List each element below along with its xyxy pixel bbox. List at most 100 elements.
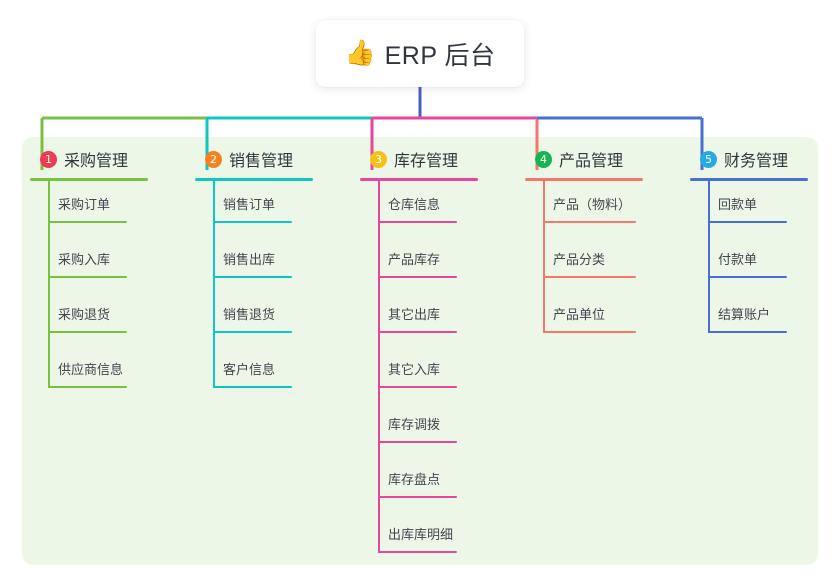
- branch-item-label: 结算账户: [718, 307, 771, 322]
- branch-item-underline: [49, 221, 127, 223]
- branch-item-label: 产品分类: [553, 252, 606, 267]
- branch-items-1: 采购订单采购入库采购退货供应商信息: [30, 181, 178, 401]
- branch-header-2[interactable]: 2 销售管理: [195, 146, 343, 172]
- branch-item-underline: [709, 331, 787, 333]
- branch-item[interactable]: 销售出库: [195, 236, 343, 291]
- branch-item[interactable]: 其它出库: [360, 291, 508, 346]
- branch-item-underline: [379, 221, 457, 223]
- branch-title-2: 销售管理: [229, 153, 294, 170]
- branch-item[interactable]: 产品（物料）: [525, 181, 673, 236]
- branch-spine-1: [48, 181, 50, 388]
- branch-item-underline: [49, 331, 127, 333]
- branch-badge-1: 1: [40, 150, 57, 168]
- branch-spine-3: [378, 181, 380, 553]
- branch-item[interactable]: 其它入库: [360, 346, 508, 401]
- branch-item[interactable]: 采购入库: [30, 236, 178, 291]
- branch-item[interactable]: 付款单: [690, 236, 818, 291]
- branch-item-label: 销售订单: [223, 197, 276, 212]
- branch-header-3[interactable]: 3 库存管理: [360, 146, 508, 172]
- branch-item-underline: [544, 221, 636, 223]
- branch-item[interactable]: 采购订单: [30, 181, 178, 236]
- branch-item-underline: [379, 331, 457, 333]
- root-node-content: 👍 ERP 后台: [344, 36, 495, 72]
- branch-header-5[interactable]: 5 财务管理: [690, 146, 818, 172]
- branch-underline-5: [690, 178, 808, 181]
- branch-spine-4: [543, 181, 545, 333]
- branch-item[interactable]: 结算账户: [690, 291, 818, 346]
- branch-badge-3: 3: [370, 150, 387, 168]
- branch-item-label: 其它入库: [388, 362, 441, 377]
- branch-item-underline: [214, 331, 292, 333]
- branch-title-3: 库存管理: [394, 153, 459, 170]
- branch-item[interactable]: 出库库明细: [360, 511, 508, 566]
- branch-item-label: 付款单: [718, 252, 758, 267]
- branch-underline-4: [525, 178, 643, 181]
- branch-item[interactable]: 产品分类: [525, 236, 673, 291]
- branch-item-label: 供应商信息: [58, 362, 124, 377]
- branch-column-2: 2 销售管理销售订单销售出库销售退货客户信息: [195, 146, 343, 401]
- branch-item[interactable]: 供应商信息: [30, 346, 178, 401]
- branch-item-label: 客户信息: [223, 362, 276, 377]
- thumbs-up-icon: 👍: [344, 39, 376, 67]
- branch-item[interactable]: 库存盘点: [360, 456, 508, 511]
- branch-item-label: 产品单位: [553, 307, 606, 322]
- branch-item-underline: [709, 221, 787, 223]
- branch-column-3: 3 库存管理仓库信息产品库存其它出库其它入库库存调拨库存盘点出库库明细: [360, 146, 508, 566]
- branch-item-underline: [379, 496, 457, 498]
- branch-item-label: 回款单: [718, 197, 758, 212]
- branch-underline-1: [30, 178, 148, 181]
- branch-title-1: 采购管理: [64, 153, 129, 170]
- branch-item[interactable]: 仓库信息: [360, 181, 508, 236]
- branch-spine-2: [213, 181, 215, 388]
- branch-item[interactable]: 库存调拨: [360, 401, 508, 456]
- branch-item[interactable]: 客户信息: [195, 346, 343, 401]
- branch-item-underline: [214, 221, 292, 223]
- branch-badge-4: 4: [535, 150, 552, 168]
- branch-item-underline: [49, 276, 127, 278]
- branches-panel: [22, 137, 818, 565]
- branch-item-label: 出库库明细: [388, 527, 454, 542]
- branch-item-underline: [544, 276, 636, 278]
- branch-item[interactable]: 回款单: [690, 181, 818, 236]
- branch-underline-2: [195, 178, 313, 181]
- branch-item-underline: [379, 441, 457, 443]
- branch-item[interactable]: 产品库存: [360, 236, 508, 291]
- branch-badge-2: 2: [205, 150, 222, 168]
- branch-item-underline: [379, 276, 457, 278]
- root-node-card[interactable]: 👍 ERP 后台: [316, 20, 524, 87]
- root-node-title: ERP 后台: [384, 41, 496, 70]
- branch-item-label: 产品库存: [388, 252, 441, 267]
- branch-item[interactable]: 销售退货: [195, 291, 343, 346]
- branch-badge-5: 5: [700, 150, 717, 168]
- branch-items-5: 回款单付款单结算账户: [690, 181, 818, 346]
- branch-column-1: 1 采购管理采购订单采购入库采购退货供应商信息: [30, 146, 178, 401]
- branch-item-underline: [214, 276, 292, 278]
- branch-item-label: 采购入库: [58, 252, 111, 267]
- branch-item[interactable]: 产品单位: [525, 291, 673, 346]
- branch-item-label: 库存盘点: [388, 472, 441, 487]
- branch-items-4: 产品（物料） 产品分类产品单位: [525, 181, 673, 346]
- branch-item-label: 采购退货: [58, 307, 111, 322]
- branch-item-underline: [544, 331, 636, 333]
- branch-spine-5: [708, 181, 710, 333]
- branch-title-5: 财务管理: [724, 153, 789, 170]
- branch-item[interactable]: 采购退货: [30, 291, 178, 346]
- branch-header-1[interactable]: 1 采购管理: [30, 146, 178, 172]
- branch-item-underline: [379, 551, 457, 553]
- branch-item-underline: [49, 386, 127, 388]
- branch-items-3: 仓库信息产品库存其它出库其它入库库存调拨库存盘点出库库明细: [360, 181, 508, 566]
- branch-item-label: 销售出库: [223, 252, 276, 267]
- branch-item-label: 库存调拨: [388, 417, 441, 432]
- branch-underline-3: [360, 178, 478, 181]
- branch-item[interactable]: 销售订单: [195, 181, 343, 236]
- branch-item-label: 其它出库: [388, 307, 441, 322]
- branch-column-5: 5 财务管理回款单付款单结算账户: [690, 146, 818, 346]
- branch-item-label: 仓库信息: [388, 197, 441, 212]
- branch-item-label: 销售退货: [223, 307, 276, 322]
- branch-items-2: 销售订单销售出库销售退货客户信息: [195, 181, 343, 401]
- branch-item-underline: [379, 386, 457, 388]
- branch-item-label: 产品（物料）: [553, 197, 632, 212]
